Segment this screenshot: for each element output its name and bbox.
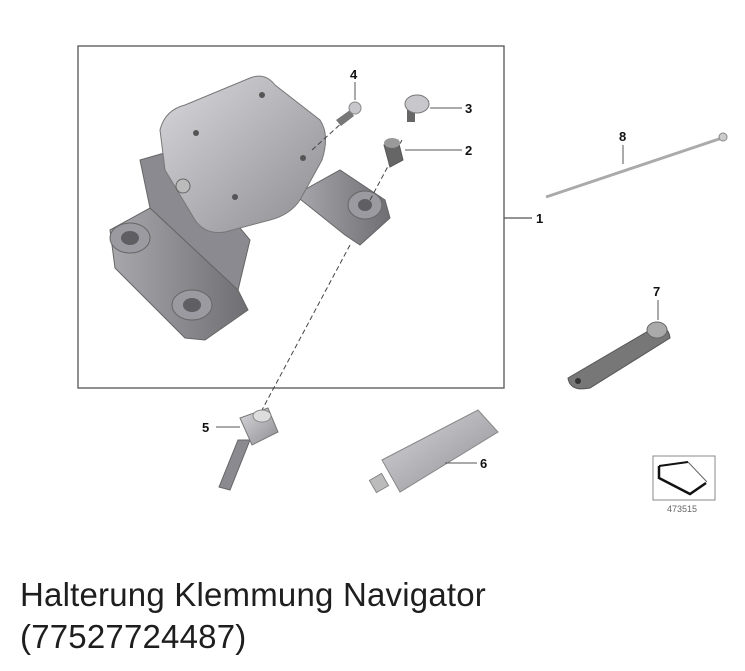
callout-7: 7 [653,284,660,299]
callout-1: 1 [536,211,543,226]
bolt-part-5 [218,407,279,491]
bracket-part [109,75,391,341]
part-title: Halterung Klemmung Navigator [20,576,486,613]
callout-4: 4 [350,67,358,82]
parts-diagram: 1 4 3 2 8 [77,45,728,514]
callout-8: 8 [619,129,626,144]
part-number: (77527724487) [20,618,247,655]
assembly-frame [77,45,505,389]
strap-part-7 [567,321,671,390]
reference-number: 473515 [667,504,697,514]
callout-3: 3 [465,101,472,116]
screw-part-4 [336,101,362,126]
cable-tie-part-8 [545,132,728,199]
spacer-part-2 [383,138,404,168]
paste-tube-part-6 [368,409,499,494]
callout-5: 5 [202,420,209,435]
kit-symbol-icon [652,455,716,501]
screw-part-3 [404,94,430,122]
callout-2: 2 [465,143,472,158]
callout-6: 6 [480,456,487,471]
